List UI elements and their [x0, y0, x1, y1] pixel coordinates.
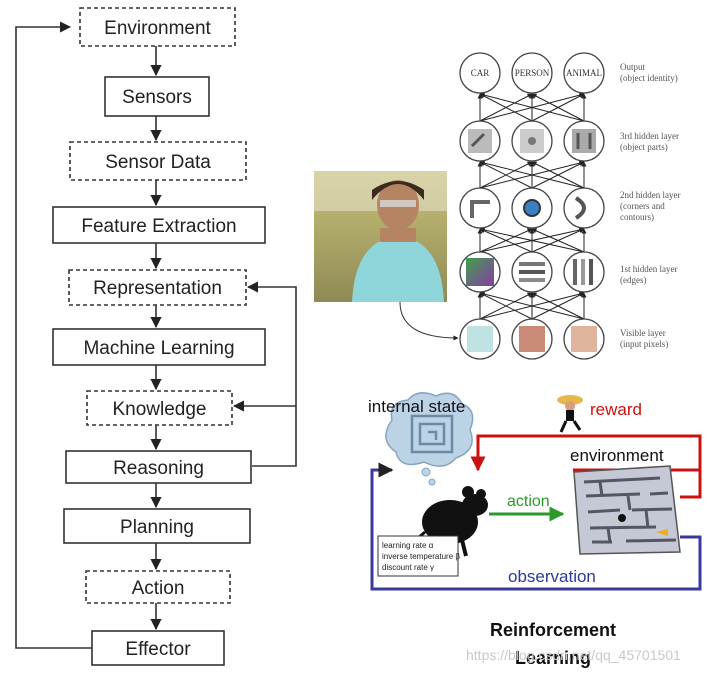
deep-network-diagram: CAR PERSON ANIMAL Output (object identit… — [314, 52, 683, 360]
flow-step-representation: Representation — [68, 269, 247, 306]
reinforcement-learning-diagram: internal state learning rate α inverse t… — [368, 392, 702, 668]
layer-caption-output: Output (object identity) — [620, 62, 678, 83]
agent-parameter-list: learning rate α inverse temperature β di… — [382, 541, 462, 572]
flow-step-sensor-data: Sensor Data — [69, 141, 247, 181]
watermark-text: https://blog.csdn.net/qq_45701501 — [466, 647, 681, 663]
rl-title-line-2: Learning — [515, 648, 591, 668]
network-connection-arrow — [531, 228, 585, 253]
network-connection-arrow — [479, 160, 585, 189]
flow-step-feature-extraction: Feature Extraction — [52, 206, 266, 244]
layer-caption-visible: Visible layer (input pixels) — [620, 328, 668, 349]
nn-output-layer: CAR PERSON ANIMAL — [459, 52, 605, 94]
network-connection-arrow — [479, 227, 585, 253]
nn-visible-layer — [459, 318, 605, 360]
flow-step-effector: Effector — [91, 630, 225, 666]
reasoning-feedback-loop — [246, 281, 297, 467]
observation-arrow — [370, 462, 702, 591]
flow-step-label: Representation — [93, 278, 222, 299]
layer-caption-hidden-1: 1st hidden layer (edges) — [620, 264, 680, 285]
output-label-animal: ANIMAL — [566, 68, 602, 78]
flow-step-label: Machine Learning — [83, 338, 234, 359]
internal-state-cloud — [385, 392, 474, 486]
network-connections — [477, 92, 587, 320]
action-label: action — [507, 493, 550, 510]
flow-step-action: Action — [85, 570, 231, 604]
network-connection-arrow — [479, 93, 533, 122]
flow-step-label: Planning — [120, 517, 194, 538]
internal-state-label: internal state — [368, 397, 465, 416]
nn-hidden-layer-3 — [459, 120, 605, 162]
flow-step-sensors: Sensors — [104, 76, 210, 117]
network-connection-arrow — [479, 161, 533, 189]
output-label-person: PERSON — [515, 68, 550, 78]
reward-figure-icon — [557, 395, 583, 433]
input-photo — [314, 171, 447, 302]
flow-step-label: Sensor Data — [105, 152, 211, 173]
network-connection-arrow — [479, 292, 533, 320]
effector-to-environment-loop — [15, 21, 92, 649]
flow-step-label: Reasoning — [113, 458, 204, 479]
maze-environment-icon — [573, 465, 681, 555]
network-connection-arrow — [531, 161, 585, 189]
network-connection-arrow — [531, 93, 585, 122]
flow-step-label: Environment — [104, 18, 211, 39]
layer-caption-hidden-2: 2nd hidden layer (corners and contours) — [620, 190, 683, 222]
agent-parameter-box: learning rate α inverse temperature β di… — [377, 535, 462, 577]
flow-step-label: Action — [132, 578, 185, 599]
environment-label: environment — [570, 446, 664, 465]
flow-step-label: Sensors — [122, 87, 192, 108]
network-connection-arrow — [479, 291, 585, 320]
reward-arrow — [470, 434, 552, 472]
flow-step-label: Feature Extraction — [81, 216, 236, 237]
output-label-car: CAR — [471, 68, 490, 78]
flow-step-machine-learning: Machine Learning — [52, 328, 266, 366]
flow-step-reasoning: Reasoning — [65, 450, 252, 484]
nn-layer-captions: Output (object identity) 3rd hidden laye… — [620, 62, 683, 349]
flow-step-planning: Planning — [63, 508, 251, 544]
network-connection-arrow — [479, 228, 533, 253]
reward-label: reward — [590, 400, 642, 419]
nn-hidden-layer-2 — [459, 187, 605, 229]
rl-title-line-1: Reinforcement — [490, 620, 616, 640]
flow-step-label: Effector — [125, 639, 191, 660]
layer-caption-hidden-3: 3rd hidden layer (object parts) — [620, 131, 681, 152]
network-connection-arrow — [531, 292, 585, 320]
ai-pipeline-flowchart: Environment Sensors Sensor Data Feature … — [15, 7, 297, 666]
flow-step-environment: Environment — [79, 7, 236, 47]
network-connection-arrow — [479, 92, 585, 122]
photo-to-input-arrow — [399, 301, 459, 341]
nn-hidden-layer-1 — [459, 251, 605, 293]
observation-label: observation — [508, 567, 596, 586]
flow-step-label: Knowledge — [112, 399, 206, 420]
flow-step-knowledge: Knowledge — [86, 390, 233, 426]
reward-loop-top — [552, 434, 702, 470]
